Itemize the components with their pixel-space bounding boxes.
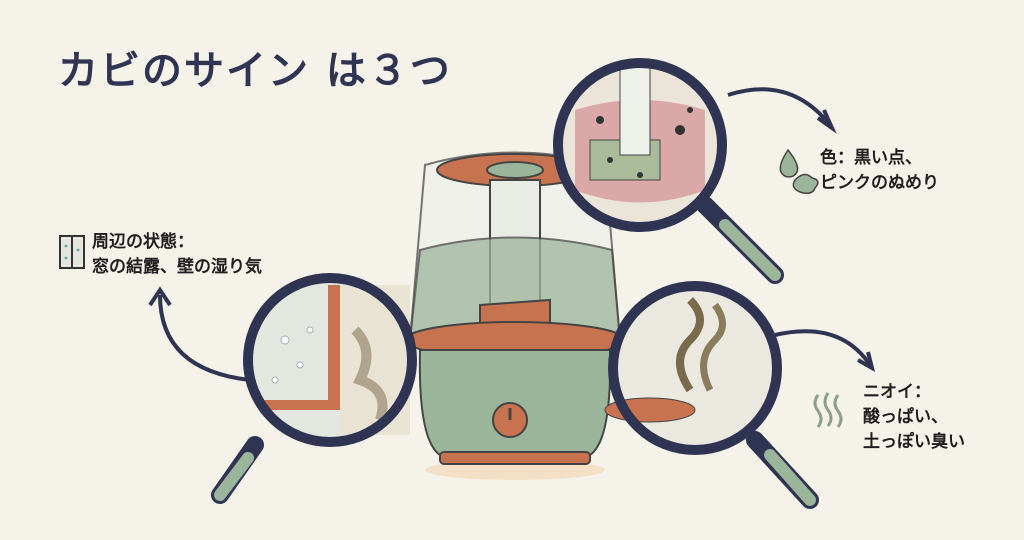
sign-odor-detail-2: 土っぽい臭い: [863, 432, 965, 452]
magnifier-mold-closeup: [553, 58, 784, 284]
page-title: カビのサイン は３つ: [58, 48, 452, 94]
water-drop-stain-icon: [779, 148, 819, 195]
sign-odor-detail-1: 酸っぱい、: [863, 407, 948, 427]
sign-odor-heading: ニオイ：: [863, 382, 931, 402]
sign-color-detail: ピンクのぬめり: [820, 173, 939, 193]
sign-surroundings-label: 周辺の状態： 窓の結露、壁の湿り気: [92, 230, 262, 280]
magnifier-odor: [604, 281, 819, 509]
sign-surroundings-heading: 周辺の状態：: [92, 232, 194, 252]
magnifier-window-condensation: [211, 273, 417, 504]
sign-color-label: 色：黒い点、 ピンクのぬめり: [820, 146, 939, 196]
window-condensation-icon: [59, 235, 85, 269]
sign-surroundings-detail: 窓の結露、壁の湿り気: [92, 257, 262, 277]
sign-color-heading: 色：黒い点、: [820, 148, 922, 168]
sign-odor-label: ニオイ： 酸っぱい、 土っぽい臭い: [863, 380, 965, 455]
odor-waves-icon: [813, 392, 843, 428]
humidifier-illustration: [404, 151, 626, 480]
